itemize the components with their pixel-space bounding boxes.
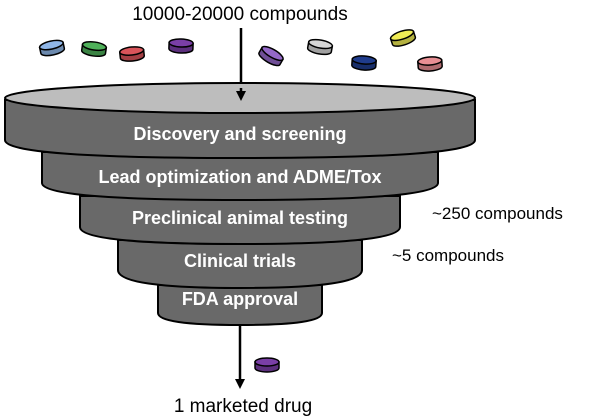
compound-pill-icon [417,56,443,72]
funnel-tier-3 [79,195,401,246]
compound-pill-icon [254,357,280,373]
bottom-label: 1 marketed drug [174,396,312,417]
compound-pill-icon [168,38,194,54]
stage-label-fda-approval: FDA approval [182,289,298,309]
top-label: 10000-20000 compounds [132,4,348,25]
compound-pill-icon [389,29,417,47]
funnel-rim [4,82,476,114]
funnel [4,82,476,327]
compound-pill-icon [351,55,377,71]
compound-pill-icon [118,46,145,62]
compound-pill-icon [38,39,66,57]
compound-pill-icon [258,45,284,67]
side-label-250: ~250 compounds [432,204,563,223]
funnel-tier-2 [41,151,439,202]
compound-pill-icon [306,38,334,56]
stage-label-discovery: Discovery and screening [133,124,346,144]
marketed-drug-pill [254,357,280,373]
stage-label-clinical-trials: Clinical trials [184,251,296,271]
side-label-5: ~5 compounds [392,246,504,265]
compound-pills [38,29,443,72]
funnel-tier-4 [117,239,363,290]
stage-label-preclinical: Preclinical animal testing [132,208,348,228]
funnel-tier-1 [4,99,476,160]
stage-label-lead-optimization: Lead optimization and ADME/Tox [99,167,382,187]
compound-pill-icon [80,40,108,58]
